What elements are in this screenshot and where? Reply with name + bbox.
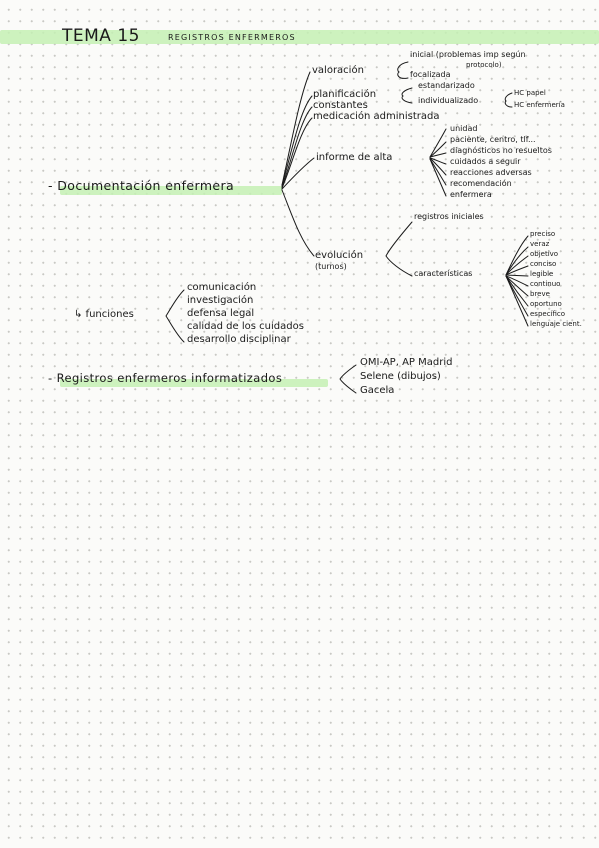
informatizado-item: Gacela <box>360 385 395 396</box>
page-subtitle: REGISTROS ENFERMEROS <box>168 33 296 42</box>
valoracion-protocolo: protocolo) <box>466 61 502 69</box>
funcion-item: desarrollo disciplinar <box>187 334 291 345</box>
valoracion-label: valoración <box>312 65 364 76</box>
documentacion-label: - Documentación enfermera <box>48 178 235 193</box>
funcion-item: calidad de los cuidados <box>187 321 304 332</box>
informe-item: diagnósticos no resueltos <box>450 146 552 155</box>
funcion-item: comunicación <box>187 282 257 293</box>
valoracion-focalizada: focalizada <box>410 70 451 79</box>
caracteristica-item: lenguaje cient. <box>530 320 582 328</box>
planificacion-individualizado: individualizado <box>418 96 479 105</box>
planificacion-hc-papel: HC papel <box>514 89 546 97</box>
informe-item: cuidados a seguir <box>450 157 521 166</box>
valoracion-inicial: inicial (problemas imp según <box>410 50 526 59</box>
evolucion-label: evolución <box>315 250 364 261</box>
caracteristicas-label: características <box>414 269 473 278</box>
caracteristica-item: oportuno <box>530 300 562 308</box>
funciones-label: ↳ funciones <box>74 309 134 320</box>
caracteristica-item: específico <box>530 310 566 318</box>
planificacion-estandarizado: estandarizado <box>418 81 475 90</box>
documentacion-highlight <box>60 186 282 195</box>
informatizados-label: - Registros enfermeros informatizados <box>48 371 283 385</box>
informatizado-item: Selene (dibujos) <box>360 371 441 382</box>
caracteristica-item: breve <box>530 290 550 298</box>
informe-item: unidad <box>450 124 478 133</box>
informe-item: reacciones adversas <box>450 168 532 177</box>
constantes-label: constantes <box>313 100 368 111</box>
informe-item: recomendación <box>450 179 512 188</box>
planificacion-hc-enfermeria: HC enfermería <box>514 101 565 109</box>
caracteristica-item: preciso <box>530 230 556 238</box>
title-highlight <box>0 30 599 44</box>
planificacion-label: planificación <box>313 89 377 100</box>
funcion-item: investigación <box>187 295 254 306</box>
informe-item: paciente, centro, tlf... <box>450 135 536 144</box>
registros-iniciales: registros iniciales <box>414 212 484 221</box>
informatizado-item: OMI-AP, AP Madrid <box>360 357 453 368</box>
funcion-item: defensa legal <box>187 308 255 319</box>
caracteristica-item: objetivo <box>530 250 559 258</box>
caracteristica-item: conciso <box>530 260 557 268</box>
caracteristica-item: veraz <box>530 240 550 248</box>
page-title: TEMA 15 <box>62 26 140 46</box>
evolucion-turnos: (turnos) <box>315 262 347 271</box>
caracteristica-item: legible <box>530 270 554 278</box>
informe-item: enfermera <box>450 190 492 199</box>
caracteristica-item: continuo <box>530 280 561 288</box>
medicacion-label: medicación administrada <box>313 111 440 122</box>
informatizados-highlight <box>60 379 328 387</box>
informe-label: informe de alta <box>316 152 393 163</box>
